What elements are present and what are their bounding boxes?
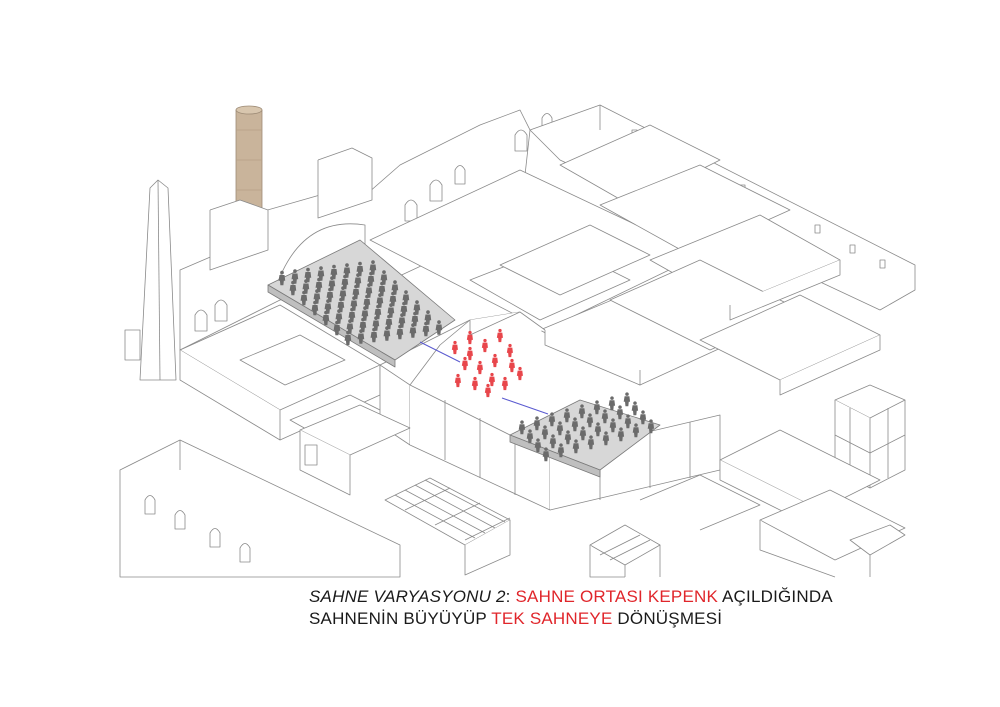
sightline-right: [501, 397, 549, 415]
audience-figure: [571, 417, 579, 432]
audience-figure: [647, 419, 655, 434]
glass-stair: [589, 524, 661, 578]
caption-line2-suffix: DÖNÜŞMESİ: [612, 609, 723, 628]
audience-figure: [541, 425, 549, 440]
performer-figure: [501, 376, 508, 391]
audience-figure: [422, 321, 430, 337]
audience-figure: [564, 430, 572, 445]
audience-figure: [601, 409, 609, 424]
audience-figure: [534, 438, 542, 453]
audience-figure: [300, 290, 308, 306]
caption-line1-suffix: AÇILDIĞINDA: [718, 587, 833, 606]
caption-colon: :: [505, 587, 516, 606]
performer-figure: [451, 340, 458, 355]
audience-figure: [370, 327, 378, 343]
sightlines: [419, 341, 549, 415]
audience-figure: [518, 420, 526, 435]
audience-group-left: [278, 260, 443, 346]
audience-figure: [396, 324, 404, 340]
performer-figure: [488, 372, 495, 387]
performer-figure: [516, 366, 523, 381]
performer-figure: [454, 373, 461, 388]
caption-line-1: SAHNE VARYASYONU 2: SAHNE ORTASI KEPENK …: [309, 586, 869, 608]
caption-line-2: SAHNENİN BÜYÜYÜP TEK SAHNEYE DÖNÜŞMESİ: [309, 608, 869, 630]
audience-figure: [578, 404, 586, 419]
audience-figure: [616, 405, 624, 420]
interior-rooms: [369, 124, 881, 396]
audience-figure: [383, 326, 391, 341]
caption-highlight-1: SAHNE ORTASI KEPENK: [515, 587, 719, 606]
audience-figure: [563, 408, 571, 423]
audience-figure: [533, 416, 541, 431]
brick-chimney: [235, 105, 263, 211]
audience-figure: [586, 413, 594, 428]
performer-figure: [466, 330, 473, 345]
caption-variation-label: SAHNE VARYASYONU 2: [309, 587, 506, 606]
audience-figure: [435, 320, 443, 335]
audience-figure: [357, 329, 365, 344]
audience-group-right: [518, 392, 655, 462]
audience-figure: [624, 414, 632, 429]
performer-figure: [484, 383, 491, 398]
audience-figure: [278, 270, 286, 286]
performer-figure: [506, 343, 513, 358]
caption-line2-prefix: SAHNENİN BÜYÜYÜP: [309, 609, 492, 628]
audience-figure: [289, 280, 297, 296]
audience-figure: [333, 320, 341, 336]
audience-figure: [322, 310, 330, 326]
audience-figure: [623, 392, 631, 407]
performer-figure: [466, 346, 473, 361]
lower-left-building: [119, 404, 411, 578]
caption-highlight-2: TEK SAHNEYE: [491, 609, 613, 628]
audience-figure: [617, 427, 625, 442]
performer-figure: [461, 356, 468, 371]
audience-figure: [639, 410, 647, 425]
performer-figure: [471, 376, 478, 391]
performer-figure: [476, 360, 483, 375]
audience-figure: [608, 396, 616, 411]
performer-figure: [491, 353, 498, 368]
audience-figure: [526, 429, 534, 444]
performer-figure: [496, 328, 503, 343]
audience-figure: [549, 434, 557, 449]
performer-figure: [481, 338, 488, 353]
audience-figure: [557, 443, 565, 458]
audience-figure: [572, 439, 580, 454]
performer-figure: [508, 358, 515, 373]
audience-figure: [556, 421, 564, 436]
audience-figure: [632, 423, 640, 438]
audience-figure: [602, 431, 610, 446]
audience-figure: [579, 426, 587, 441]
left-building: [179, 109, 553, 351]
audience-figure: [594, 422, 602, 437]
sightline-left: [419, 341, 461, 363]
caption: SAHNE VARYASYONU 2: SAHNE ORTASI KEPENK …: [309, 586, 869, 630]
performers-group: [451, 328, 523, 398]
audience-figure: [631, 401, 639, 416]
bottom-right-rooms: [639, 429, 906, 578]
audience-platform-left: [267, 239, 456, 368]
audience-figure: [587, 435, 595, 450]
audience-figure: [542, 447, 550, 462]
audience-figure: [593, 400, 601, 415]
pergola: [384, 477, 511, 576]
left-lower-rooms: [124, 304, 401, 449]
white-chimney: [139, 179, 177, 381]
audience-figure: [311, 300, 319, 316]
audience-figure: [609, 418, 617, 433]
audience-figure: [548, 412, 556, 427]
audience-figure: [409, 323, 417, 338]
audience-figure: [344, 330, 352, 346]
